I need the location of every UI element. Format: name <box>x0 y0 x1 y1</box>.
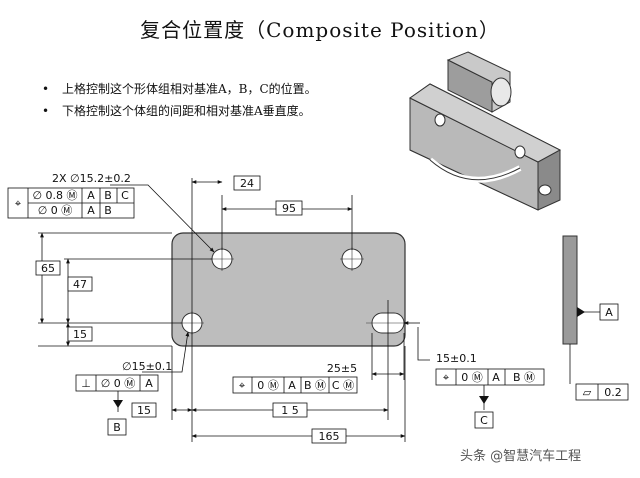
bullet-list: 上格控制这个形体组相对基准A，B，C的位置。 下格控制这个体组的间距和相对基准A… <box>42 78 317 122</box>
fcf-row1-datum-c: C <box>121 189 129 202</box>
fcf-row2-datum-b: B <box>104 204 112 217</box>
fcf-position-symbol: ⌖ <box>15 197 21 210</box>
fcf-row1-datum-a: A <box>87 189 95 202</box>
dim-slot-dia: 15±0.1 <box>436 352 477 365</box>
dim-65: 65 <box>41 262 55 275</box>
bullet-item: 上格控制这个形体组相对基准A，B，C的位置。 <box>42 78 317 100</box>
fcf-flatness-symbol: ⏥ <box>583 386 592 399</box>
fcf-flatness-value: 0.2 <box>604 386 622 399</box>
dim-24: 24 <box>240 177 254 190</box>
fcf-slot-position: ⌖ 0 Ⓜ A B Ⓜ C <box>435 368 545 429</box>
fcf-row1-tolerance: ∅ 0.8 Ⓜ <box>32 189 77 202</box>
dim-15-bottom: 15 <box>137 404 151 417</box>
plate-side-view: A ⏥ 0.2 <box>562 235 629 401</box>
dim-95: 95 <box>282 202 296 215</box>
fcf-slot-datum-b: B Ⓜ <box>513 371 535 384</box>
fcf-center-position: ⌖ 0 Ⓜ A B Ⓜ C Ⓜ <box>232 376 358 394</box>
dim-15-left: 15 <box>73 328 87 341</box>
fcf-center-symbol: ⌖ <box>239 379 245 392</box>
iso-part-illustration <box>409 51 562 211</box>
dim-47: 47 <box>73 278 87 291</box>
fcf-perp-datum: A <box>145 377 153 390</box>
fcf-center-datum-c: C Ⓜ <box>332 379 354 392</box>
fcf-perp-tolerance: ∅ 0 Ⓜ <box>101 377 136 390</box>
fcf-slot-tolerance: 0 Ⓜ <box>461 371 483 384</box>
plate-front-view <box>171 232 406 347</box>
fcf-slot-symbol: ⌖ <box>443 371 449 384</box>
note-2x-hole: 2X ∅15.2±0.2 <box>52 172 131 185</box>
fcf-center-datum-b: B Ⓜ <box>304 379 326 392</box>
fcf-row2-tolerance: ∅ 0 Ⓜ <box>38 204 73 217</box>
fcf-perp-symbol: ⊥ <box>81 377 91 390</box>
dim-165: 165 <box>319 430 340 443</box>
fcf-center-datum-a: A <box>288 379 296 392</box>
dim-slot-width: 25±5 <box>327 362 357 375</box>
dim-hole-dia: ∅15±0.1 <box>122 360 172 373</box>
bullet-item: 下格控制这个体组的间距和相对基准A垂直度。 <box>42 100 317 122</box>
fcf-slot-datum-a: A <box>492 371 500 384</box>
fcf-hole-perpendicularity: ⊥ ∅ 0 Ⓜ A B <box>75 374 159 436</box>
page-title: 复合位置度（Composite Position） <box>140 18 500 42</box>
fcf-composite: ⌖ ∅ 0.8 Ⓜ A B C ∅ 0 Ⓜ A B <box>7 187 135 219</box>
fcf-row2-datum-a: A <box>87 204 95 217</box>
datum-b-label: B <box>113 421 121 434</box>
dim-1-5: 1 5 <box>281 404 299 417</box>
datum-a-label: A <box>605 306 613 319</box>
fcf-center-tolerance: 0 Ⓜ <box>257 379 279 392</box>
datum-c-label: C <box>480 414 488 427</box>
watermark: 头条 @智慧汽车工程 <box>460 448 581 464</box>
fcf-row1-datum-b: B <box>104 189 112 202</box>
